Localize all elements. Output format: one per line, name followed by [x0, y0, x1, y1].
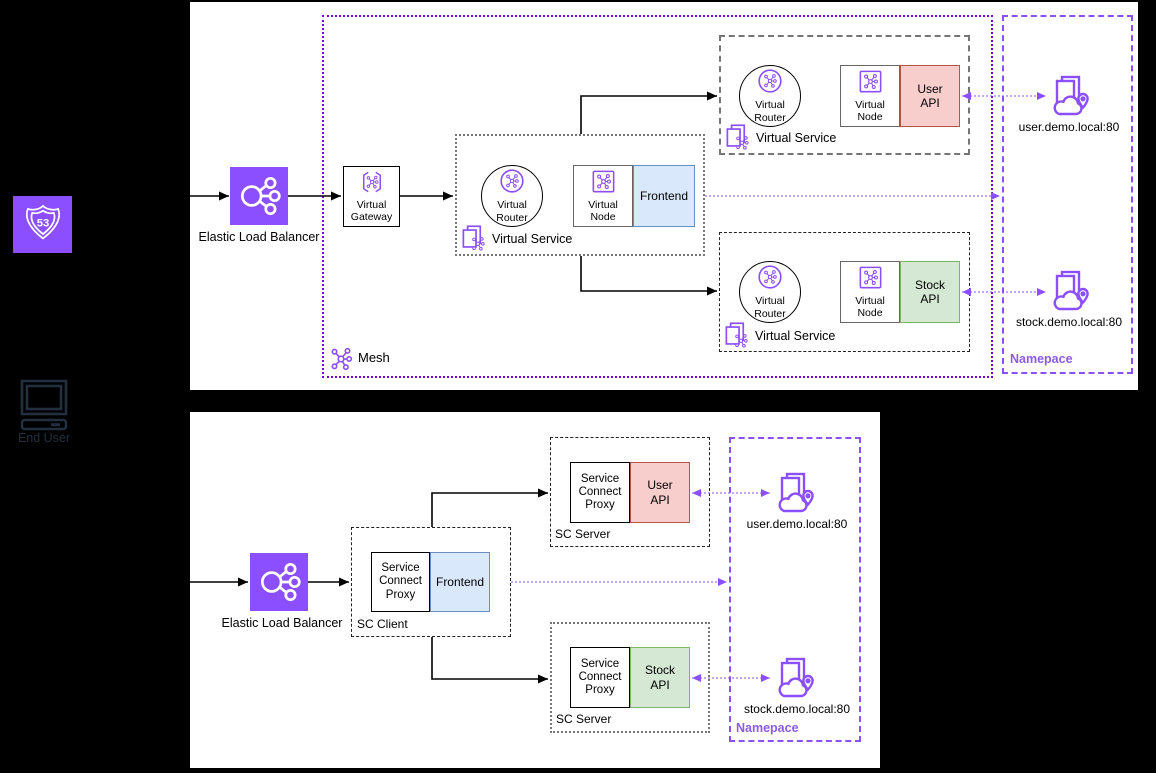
- frontend-label-2: Frontend: [435, 574, 485, 589]
- virtual-router-label: Virtual Router: [754, 99, 786, 124]
- virtual-node-user: Virtual Node: [840, 65, 900, 127]
- virtual-node-icon: [591, 169, 616, 199]
- virtual-service-icon: [724, 124, 751, 151]
- sc-proxy-stock: Service Connect Proxy: [570, 647, 630, 708]
- frontend-box: Frontend: [633, 165, 695, 227]
- frontend-box-2: Frontend: [430, 552, 490, 612]
- virtual-router-frontend: Virtual Router: [481, 165, 543, 227]
- sc-proxy-label: Service Connect Proxy: [578, 657, 622, 697]
- virtual-node-icon: [858, 69, 883, 99]
- virtual-router-icon: [757, 264, 783, 295]
- virtual-router-user: Virtual Router: [739, 65, 801, 127]
- user-api-box: User API: [900, 65, 960, 127]
- virtual-router-icon: [757, 68, 783, 99]
- sc-server-label: SC Server: [555, 527, 611, 541]
- sc-proxy-label: Service Connect Proxy: [578, 472, 622, 512]
- user-api-box-2: User API: [630, 462, 690, 523]
- sc-proxy-user: Service Connect Proxy: [570, 462, 630, 523]
- virtual-service-label: Virtual Service: [756, 131, 837, 145]
- route-53-icon: [13, 196, 72, 253]
- sc-proxy-client: Service Connect Proxy: [371, 552, 430, 612]
- stock-endpoint-label-2: stock.demo.local:80: [743, 702, 851, 716]
- stock-endpoint-label: stock.demo.local:80: [1015, 315, 1123, 329]
- user-endpoint-icon: [1046, 74, 1090, 118]
- virtual-service-icon: [460, 225, 487, 252]
- sc-client-label: SC Client: [357, 617, 408, 631]
- namespace-label: Namepace: [1010, 352, 1073, 366]
- mesh-label: Mesh: [358, 350, 390, 365]
- virtual-router-icon: [499, 168, 525, 199]
- mesh-icon: [328, 345, 354, 373]
- sc-client-boundary: SC Client: [351, 527, 511, 637]
- user-endpoint-label: user.demo.local:80: [1018, 120, 1120, 134]
- namespace-label: Namepace: [736, 721, 799, 735]
- virtual-service-label: Virtual Service: [755, 329, 836, 343]
- virtual-router-label: Virtual Router: [754, 295, 786, 320]
- virtual-gateway-node: Virtual Gateway: [343, 166, 400, 227]
- stock-api-label-2: Stock API: [644, 663, 675, 692]
- virtual-node-label: Virtual Node: [855, 294, 885, 319]
- virtual-service-label: Virtual Service: [492, 232, 573, 246]
- user-api-label: User API: [917, 81, 943, 110]
- elastic-load-balancer-icon: [230, 167, 288, 225]
- stock-endpoint-icon: [1046, 269, 1090, 313]
- user-api-label-2: User API: [647, 478, 673, 507]
- stock-api-label: Stock API: [914, 277, 945, 306]
- frontend-label: Frontend: [639, 188, 689, 203]
- elastic-load-balancer-label-2: Elastic Load Balancer: [221, 616, 343, 630]
- virtual-node-label: Virtual Node: [588, 198, 618, 223]
- virtual-node-frontend: Virtual Node: [573, 165, 633, 227]
- end-user-label: End User: [17, 431, 71, 445]
- user-endpoint-icon-2: [771, 471, 815, 515]
- elastic-load-balancer-label: Elastic Load Balancer: [198, 230, 320, 244]
- mesh-gateway-icon: [360, 170, 384, 199]
- namespace-boundary-mesh: Namepace: [1002, 15, 1133, 374]
- virtual-gateway-label: Virtual Gateway: [350, 198, 393, 223]
- stock-api-box: Stock API: [900, 261, 960, 323]
- virtual-node-stock: Virtual Node: [840, 261, 900, 323]
- elastic-load-balancer-icon-2: [250, 553, 308, 611]
- virtual-node-label: Virtual Node: [855, 98, 885, 123]
- user-endpoint-label-2: user.demo.local:80: [746, 517, 848, 531]
- virtual-router-stock: Virtual Router: [739, 261, 801, 323]
- virtual-router-label: Virtual Router: [496, 199, 528, 224]
- stock-api-box-2: Stock API: [630, 647, 690, 708]
- virtual-service-icon: [723, 322, 750, 349]
- end-user-icon: [16, 376, 72, 432]
- virtual-service-frontend-boundary: Virtual Service: [455, 134, 705, 256]
- namespace-boundary-sc: Namepace: [729, 437, 861, 742]
- sc-proxy-label: Service Connect Proxy: [379, 562, 422, 601]
- stock-endpoint-icon-2: [771, 656, 815, 700]
- virtual-node-icon: [858, 265, 883, 295]
- sc-server-label: SC Server: [556, 712, 612, 726]
